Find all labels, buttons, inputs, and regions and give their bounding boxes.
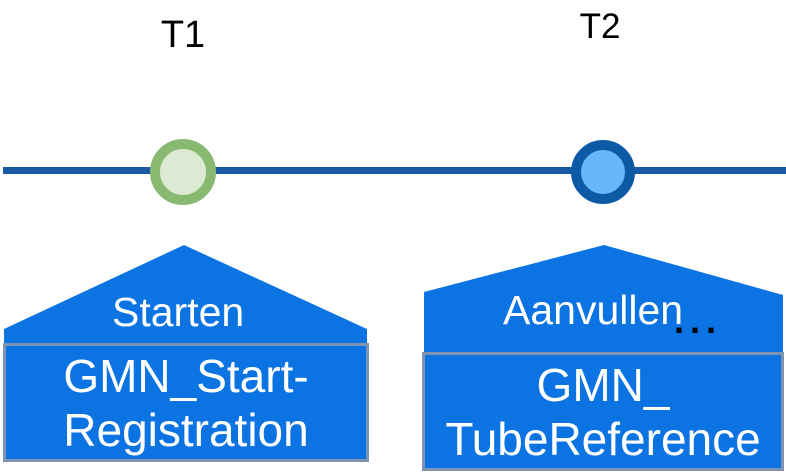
event-pentagon-starten [4,245,367,345]
event-box-line: TubeReference [445,412,761,465]
ellipsis-label: ... [674,300,723,341]
event-action-label-starten: Starten [112,289,245,335]
event-box-gmn-tubereference: GMN_ TubeReference [422,352,784,471]
timepoint-label-t1: T1 [160,14,206,56]
event-box-gmn-start-registration: GMN_Start- Registration [3,343,369,462]
milestone-marker-t2 [571,140,635,204]
event-pentagon-aanvullen [424,245,783,352]
event-box-line: GMN_ [536,358,670,411]
event-action-label-aanvullen: Aanvullen [503,287,684,333]
event-box-line: Registration [63,403,309,456]
timeline-line [3,167,786,174]
timepoint-label-t2: T2 [579,7,621,46]
event-box-line: GMN_Start- [63,349,309,402]
milestone-marker-t1 [150,139,216,205]
